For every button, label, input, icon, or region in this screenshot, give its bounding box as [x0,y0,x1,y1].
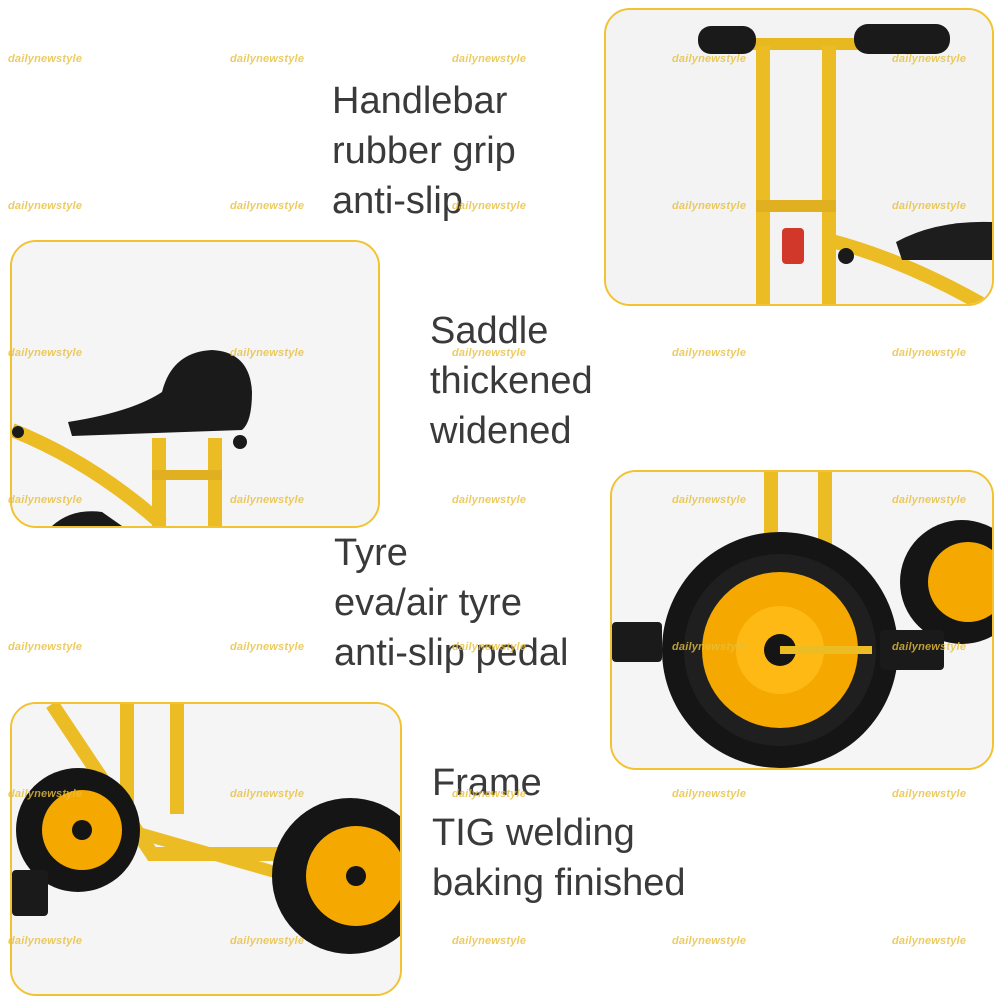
tyre-feature-text: Tyre eva/air tyre anti-slip pedal [334,528,568,678]
saddle-detail-2: widened [430,410,572,452]
watermark-text: dailynewstyle [8,53,83,65]
frame-illustration [12,704,400,994]
tyre-illustration [612,472,992,768]
saddle-photo [10,240,380,528]
watermark-text: dailynewstyle [8,200,83,212]
handlebar-photo [604,8,994,306]
watermark-text: dailynewstyle [452,53,527,65]
watermark-text: dailynewstyle [8,641,83,653]
watermark-text: dailynewstyle [230,641,305,653]
watermark-text: dailynewstyle [230,53,305,65]
saddle-feature-text: Saddle thickened widened [430,306,593,456]
frame-feature-text: Frame TIG welding baking finished [432,758,686,908]
handlebar-title: Handlebar [332,80,508,122]
saddle-detail-1: thickened [430,360,593,402]
frame-detail-2: baking finished [432,862,686,904]
handlebar-feature-text: Handlebar rubber grip anti-slip [332,76,516,226]
handlebar-illustration [606,10,992,304]
saddle-title: Saddle [430,310,549,352]
watermark-text: dailynewstyle [892,935,967,947]
saddle-illustration [12,242,378,526]
frame-title: Frame [432,762,542,804]
watermark-text: dailynewstyle [452,935,527,947]
handlebar-detail-2: anti-slip [332,180,463,222]
watermark-text: dailynewstyle [892,347,967,359]
frame-detail-1: TIG welding [432,812,635,854]
tyre-photo [610,470,994,770]
watermark-text: dailynewstyle [672,347,747,359]
watermark-text: dailynewstyle [672,935,747,947]
tyre-detail-1: eva/air tyre [334,582,522,624]
tyre-title: Tyre [334,532,408,574]
frame-photo [10,702,402,996]
watermark-text: dailynewstyle [452,494,527,506]
tyre-detail-2: anti-slip pedal [334,632,569,674]
watermark-text: dailynewstyle [892,788,967,800]
watermark-text: dailynewstyle [230,200,305,212]
handlebar-detail-1: rubber grip [332,130,516,172]
